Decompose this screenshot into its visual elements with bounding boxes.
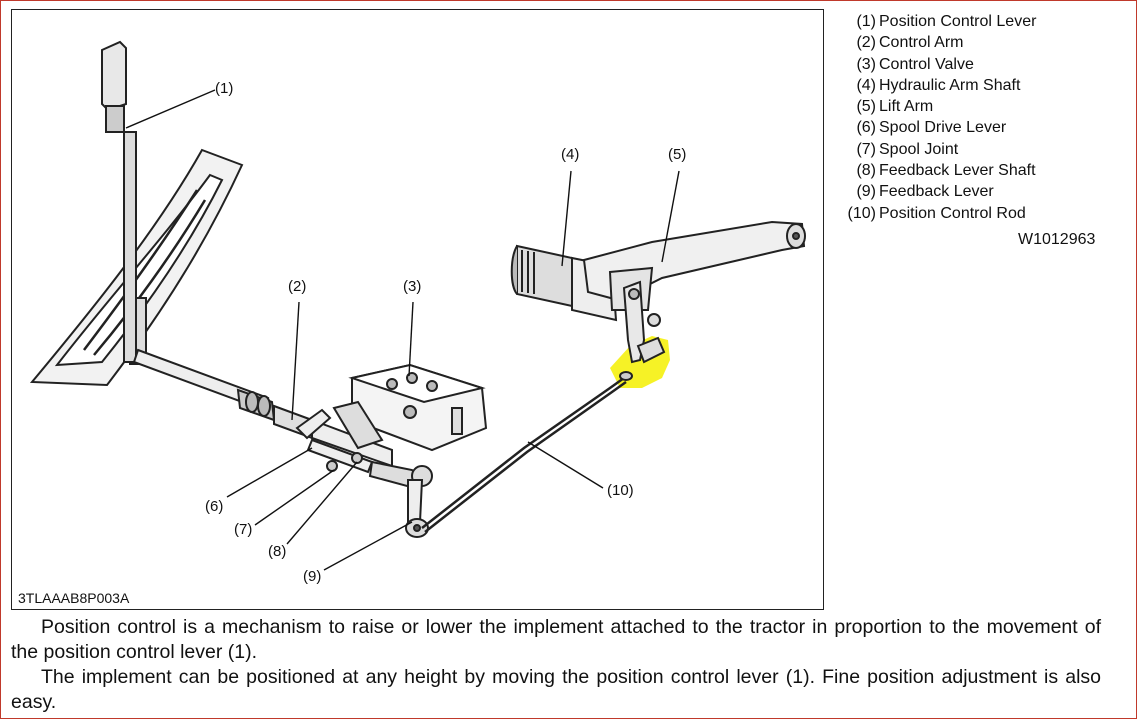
legend-number: (9) xyxy=(856,183,876,201)
figure-id: 3TLAAAB8P003A xyxy=(18,590,130,606)
legend-number: (3) xyxy=(856,55,876,73)
paragraph-1: Position control is a mechanism to raise… xyxy=(11,616,1101,663)
legend-item: (6)Spool Drive Lever xyxy=(838,117,1108,138)
position-control-lever xyxy=(101,40,137,363)
callout-7: (7) xyxy=(234,521,253,538)
legend-number: (10) xyxy=(847,204,876,222)
callout-8: (8) xyxy=(268,543,287,560)
legend-number: (7) xyxy=(856,140,876,158)
callout-1: (1) xyxy=(215,80,234,97)
legend-number: (4) xyxy=(856,76,876,94)
feedback-lever xyxy=(405,465,433,538)
legend-label: Feedback Lever xyxy=(879,183,994,201)
legend-label: Spool Joint xyxy=(879,140,959,158)
legend-label: Control Arm xyxy=(879,34,964,52)
legend-item: (7)Spool Joint xyxy=(838,139,1108,160)
legend-label: Lift Arm xyxy=(879,98,934,116)
legend-label: Spool Drive Lever xyxy=(879,119,1007,137)
legend-number: (8) xyxy=(856,162,876,180)
legend-item: (3)Control Valve xyxy=(838,54,1108,75)
legend-label: Hydraulic Arm Shaft xyxy=(879,76,1021,94)
legend-label: Position Control Rod xyxy=(879,204,1026,222)
legend-item: (1)Position Control Lever xyxy=(838,11,1108,32)
legend-item: (10)Position Control Rod xyxy=(838,203,1108,224)
mechanism-illustration xyxy=(29,40,806,571)
legend-number: (1) xyxy=(856,13,876,30)
position-control-rod xyxy=(421,376,627,533)
control-valve xyxy=(332,363,488,452)
feedback-link xyxy=(622,280,666,364)
legend-item: (9)Feedback Lever xyxy=(838,181,1108,202)
legend-item: (4)Hydraulic Arm Shaft xyxy=(838,75,1108,96)
legend-number: (2) xyxy=(856,34,876,52)
diagram-figure: (1) (2) (3) (4) (5) (6) (7) (8) (9) (10)… xyxy=(11,9,824,610)
parts-legend: (1)Position Control Lever (2)Control Arm… xyxy=(838,11,1108,224)
leader-lines xyxy=(125,89,680,571)
callout-2: (2) xyxy=(288,278,307,295)
control-shaft xyxy=(132,348,393,468)
callout-3: (3) xyxy=(403,278,422,295)
legend-item: (2)Control Arm xyxy=(838,32,1108,53)
callout-4: (4) xyxy=(561,146,580,163)
legend-item: (8)Feedback Lever Shaft xyxy=(838,160,1108,181)
legend-label: Control Valve xyxy=(879,55,974,73)
callout-9: (9) xyxy=(303,568,322,585)
paragraph-2: The implement can be positioned at any h… xyxy=(11,666,1101,713)
legend-label: Position Control Lever xyxy=(879,13,1037,30)
callout-5: (5) xyxy=(668,146,687,163)
callout-10: (10) xyxy=(607,482,634,499)
drawing-id: W1012963 xyxy=(1018,231,1096,248)
callout-6: (6) xyxy=(205,498,224,515)
legend-number: (5) xyxy=(856,98,876,116)
legend-number: (6) xyxy=(856,119,876,137)
legend-item: (5)Lift Arm xyxy=(838,96,1108,117)
description-text: Position control is a mechanism to raise… xyxy=(11,615,1101,715)
lift-arm xyxy=(582,220,806,311)
rod-end xyxy=(619,371,633,381)
legend-label: Feedback Lever Shaft xyxy=(879,162,1036,180)
